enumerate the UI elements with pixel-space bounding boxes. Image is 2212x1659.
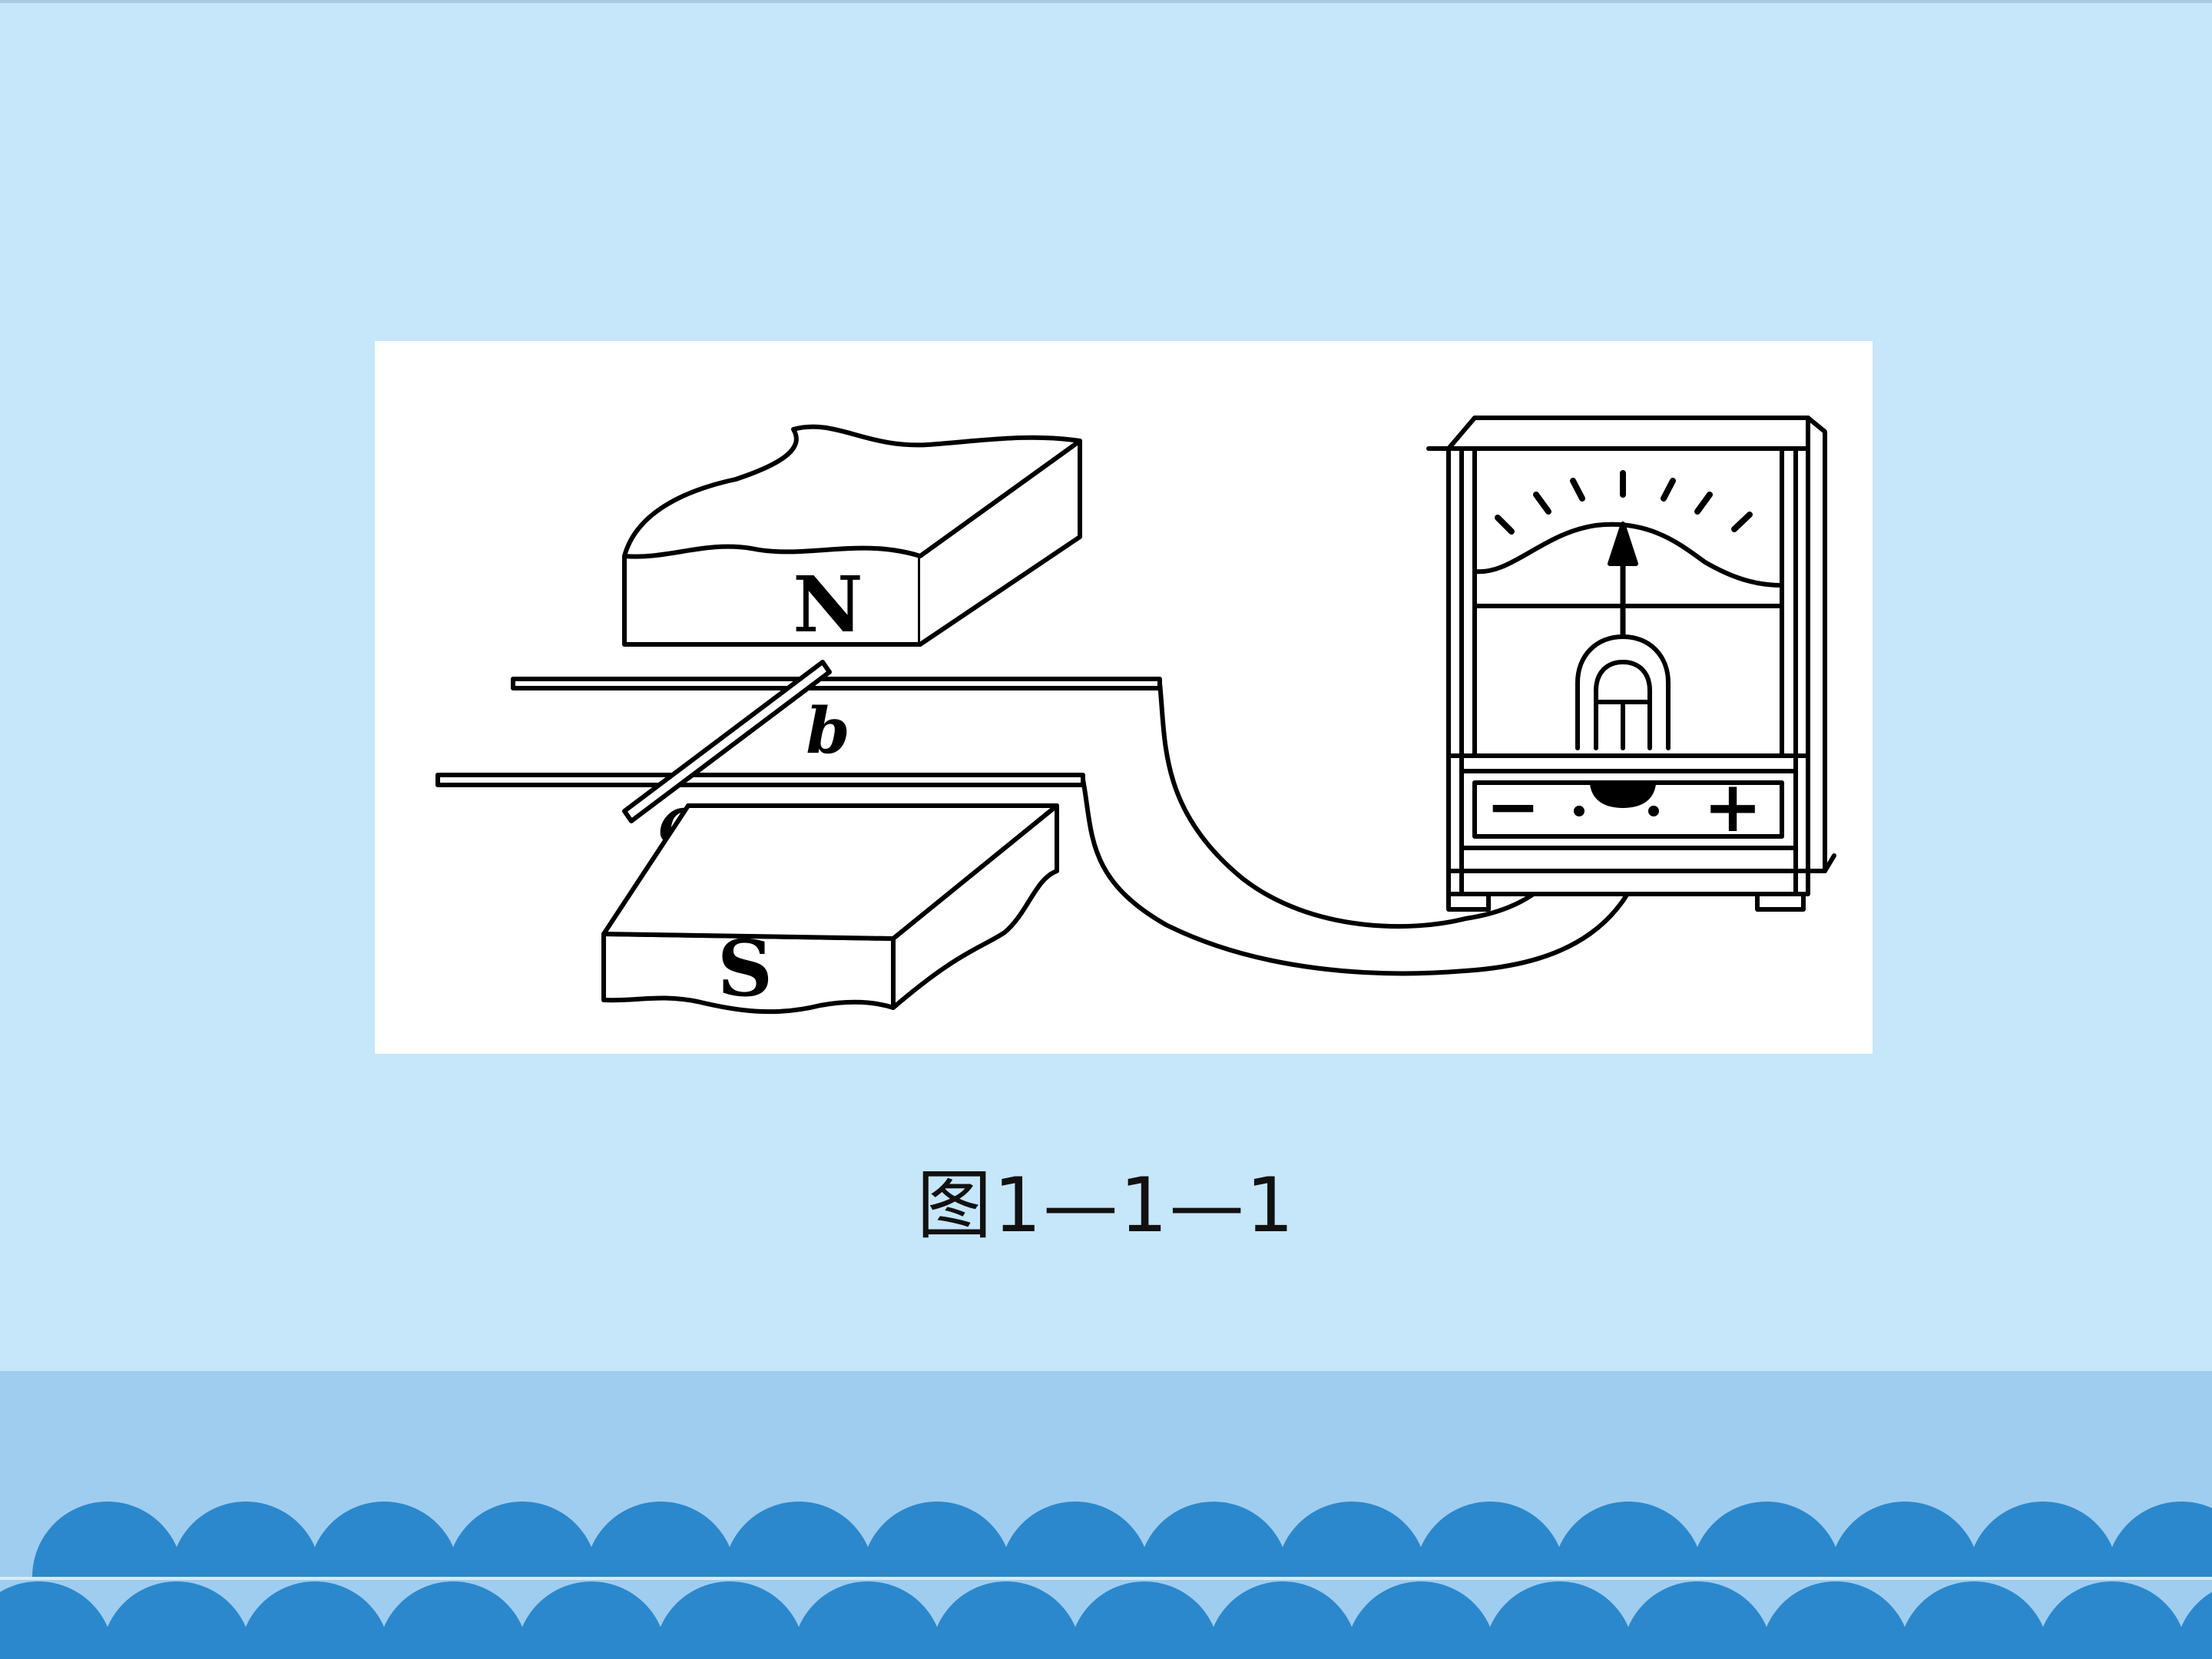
wave-dome [585, 1502, 736, 1577]
wave-dome [1346, 1581, 1496, 1659]
wave-dome [931, 1581, 1081, 1659]
positive-terminal [1648, 806, 1659, 816]
wave-dome [1000, 1502, 1151, 1577]
south-pole-label: S [717, 923, 773, 1014]
meter-positive-label: + [1703, 765, 1762, 848]
wave-dome [1899, 1581, 2049, 1659]
wave-dome [309, 1502, 459, 1577]
negative-terminal [1574, 806, 1584, 816]
wave-dome [1138, 1502, 1289, 1577]
wave-dome [32, 1502, 183, 1577]
wave-dome [0, 1581, 114, 1659]
wave-dome [1622, 1581, 1773, 1659]
wave-dome [2106, 1502, 2212, 1577]
wave-dome [2175, 1591, 2212, 1659]
wave-dome [1207, 1581, 1358, 1659]
wave-dome [2037, 1581, 2187, 1659]
conductor-rod: b a [622, 660, 850, 857]
induction-experiment-diagram: N b a S [435, 416, 1836, 1015]
galvanometer: − + [1426, 416, 1836, 912]
figure-caption: 图1—1—1 [916, 1162, 1296, 1250]
wave-dome [101, 1581, 252, 1659]
north-pole-label: N [793, 559, 863, 650]
wave-decoration [0, 1371, 2212, 1659]
rod-end-b-label: b [806, 694, 849, 768]
wave-dome [1069, 1581, 1220, 1659]
footer-wave-band [0, 1371, 2212, 1659]
wave-dome [724, 1502, 874, 1577]
wave-dome [793, 1581, 943, 1659]
wave-dome [862, 1502, 1012, 1577]
wave-dome [171, 1502, 321, 1577]
wave-dome [516, 1581, 667, 1659]
wave-dome [1277, 1502, 1427, 1577]
south-magnet: S [601, 803, 1059, 1015]
rail-back [511, 677, 1162, 690]
north-magnet: N [622, 424, 1082, 650]
rail-front [435, 773, 1085, 787]
wave-divider [0, 1577, 2212, 1580]
meter-negative-label: − [1486, 768, 1540, 844]
top-border [0, 0, 2212, 3]
wave-dome [1484, 1581, 1634, 1659]
wave-dome [1830, 1502, 1980, 1577]
wave-dome [1760, 1581, 1911, 1659]
wave-dome [447, 1502, 598, 1577]
wave-dome [1691, 1502, 1842, 1577]
wave-dome [1553, 1502, 1704, 1577]
diagram-panel: N b a S [375, 341, 1873, 1054]
wave-dome [240, 1581, 390, 1659]
wave-dome [378, 1581, 528, 1659]
wave-dome [1968, 1502, 2118, 1577]
wave-dome [1415, 1502, 1565, 1577]
wave-dome [654, 1581, 805, 1659]
